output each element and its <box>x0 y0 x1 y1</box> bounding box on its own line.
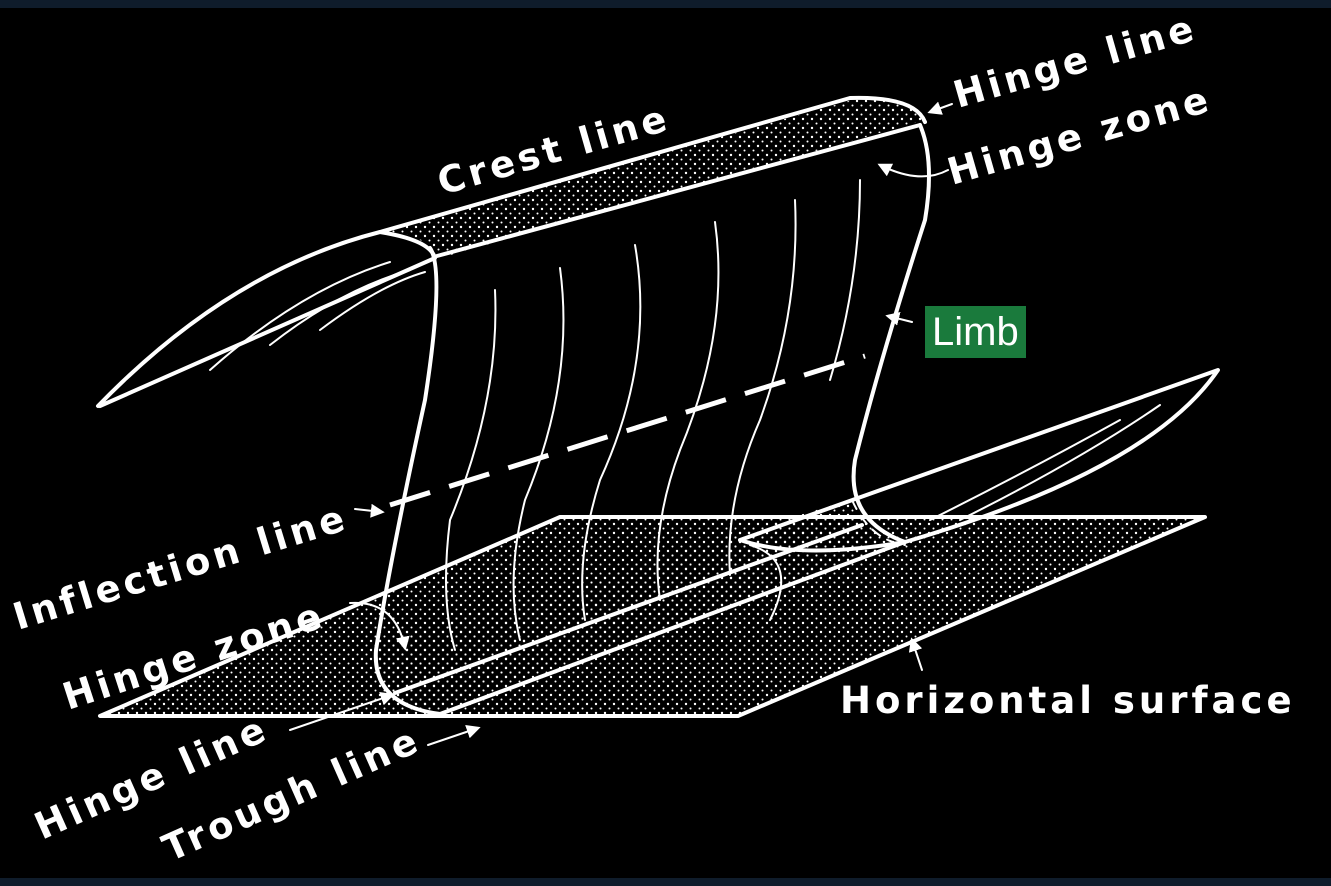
limb-right-edge <box>851 123 931 544</box>
limb-left-edge <box>373 246 442 716</box>
hinge-line-bottom-edge <box>393 523 864 695</box>
top-hinge-zone-band <box>380 98 925 258</box>
crest-top-edge <box>378 95 927 234</box>
hinge-line-top-edge <box>435 123 922 258</box>
right-flap <box>738 368 1220 553</box>
label-horizontal-surface: Horizontal surface <box>840 679 1296 722</box>
label-limb: Limb <box>925 306 1026 358</box>
trough-line <box>438 540 907 716</box>
left-flap <box>96 230 437 408</box>
inflection-line <box>389 353 866 508</box>
